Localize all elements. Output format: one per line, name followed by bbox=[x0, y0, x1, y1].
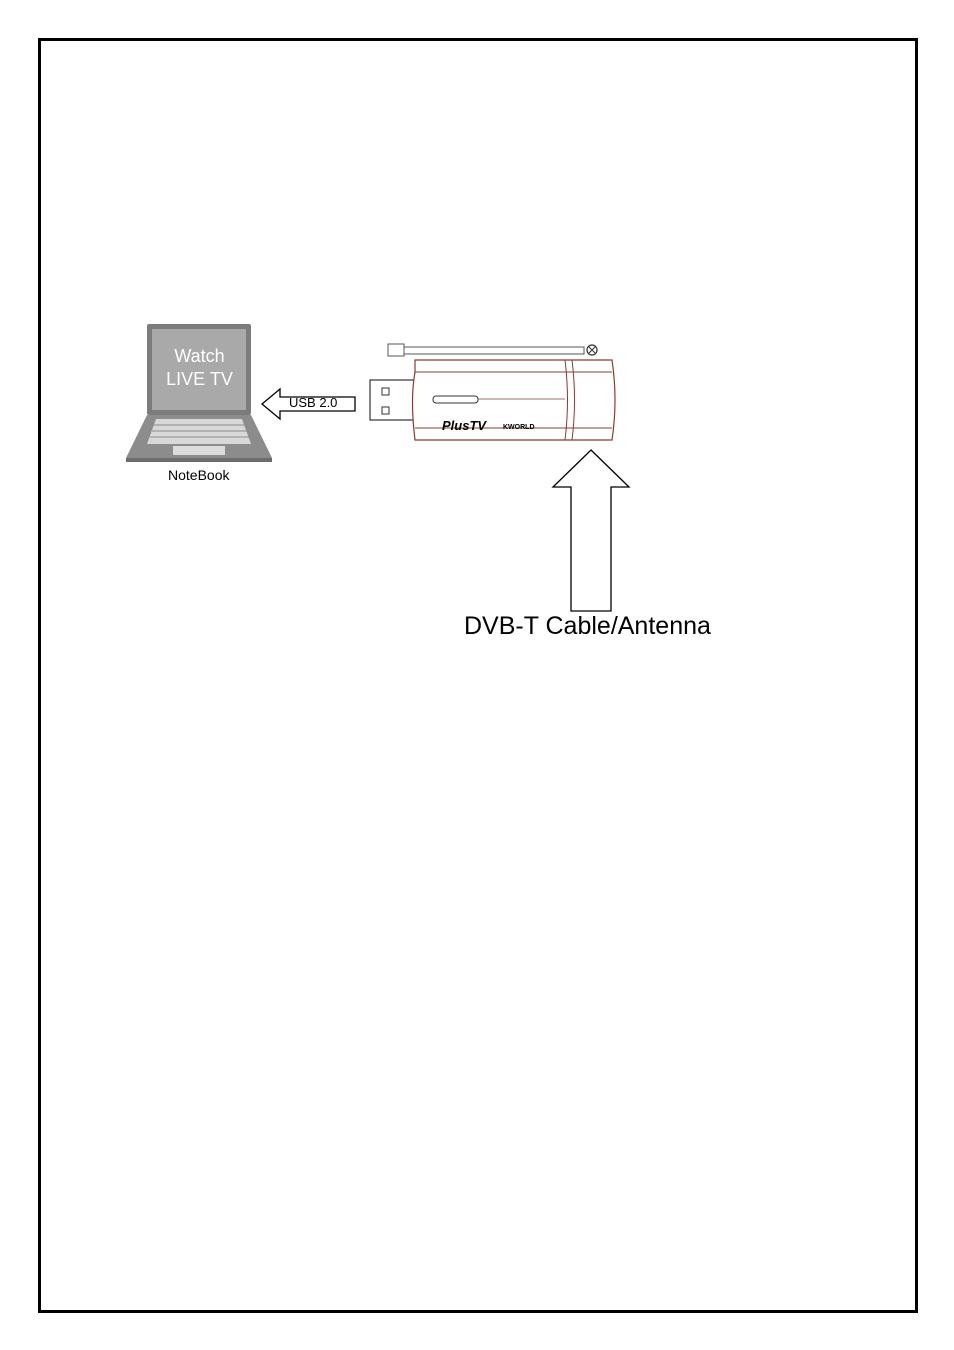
laptop-touchpad bbox=[173, 446, 225, 455]
antenna-label: DVB-T Cable/Antenna bbox=[464, 612, 711, 641]
laptop-base-edge bbox=[126, 458, 272, 462]
antenna-rod bbox=[404, 347, 584, 354]
usb-connector bbox=[370, 380, 415, 420]
screen-text-line1: Watch bbox=[150, 345, 249, 368]
antenna-input-arrow bbox=[553, 450, 629, 611]
stick-button bbox=[433, 396, 478, 403]
notebook-label: NoteBook bbox=[168, 467, 229, 483]
usb-tv-stick: PlusTV KWORLD bbox=[370, 344, 615, 440]
usb-label: USB 2.0 bbox=[289, 395, 337, 410]
maker-logo: KWORLD bbox=[503, 424, 535, 431]
antenna-tip bbox=[388, 344, 404, 356]
screen-text-line2: LIVE TV bbox=[150, 368, 249, 391]
brand-logo: PlusTV bbox=[442, 418, 487, 433]
